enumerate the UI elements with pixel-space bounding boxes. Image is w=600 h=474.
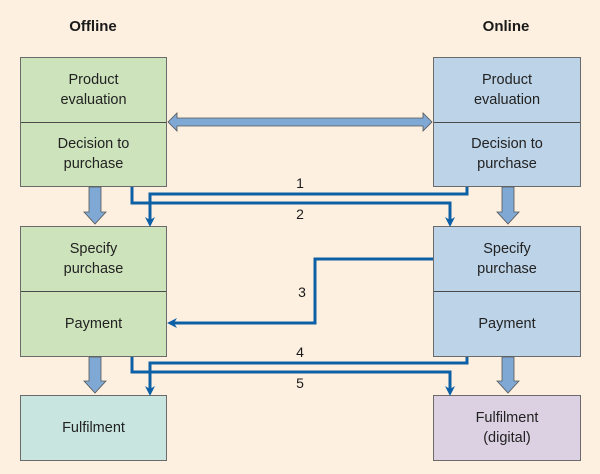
offline-column-title: Offline (69, 18, 117, 35)
online-specify-purchase: Specify purchase (477, 241, 537, 277)
flow-line-5 (130, 357, 455, 396)
online-top-box: Product evaluation Decision to purchase (433, 57, 581, 187)
flow-line-1 (145, 187, 469, 227)
offline-down-block-arrow-2 (83, 356, 107, 394)
offline-specify-purchase: Specify purchase (63, 241, 124, 277)
offline-payment: Payment (21, 291, 166, 356)
flow-label-4: 4 (296, 344, 304, 360)
offline-decision-to-purchase: Decision to purchase (21, 121, 166, 187)
online-decision-to-purchase: Decision to purchase (434, 121, 580, 187)
online-fulfilment-digital: Fulfilment (digital) (475, 410, 539, 446)
flow-label-5: 5 (296, 375, 304, 391)
offline-middle-box: Specify purchase Payment (20, 226, 167, 357)
online-product-evaluation: Product evaluation (473, 71, 541, 108)
online-middle-box: Specify purchase Payment (433, 226, 581, 357)
offline-top-box: Product evaluation Decision to purchase (20, 57, 167, 187)
online-payment: Payment (434, 291, 580, 356)
flow-line-2 (130, 187, 455, 227)
offline-product-evaluation: Product evaluation (60, 71, 127, 108)
flow-line-4 (145, 357, 469, 396)
online-down-block-arrow-2 (496, 356, 520, 394)
online-column-title: Online (482, 18, 530, 35)
online-fulfilment-box: Fulfilment (digital) (433, 395, 581, 461)
flow-line-3 (167, 257, 433, 328)
offline-down-block-arrow-1 (83, 186, 107, 225)
offline-fulfilment: Fulfilment (62, 420, 125, 436)
online-down-block-arrow-1 (496, 186, 520, 225)
flow-label-3: 3 (298, 284, 306, 300)
offline-fulfilment-box: Fulfilment (20, 395, 167, 461)
bidirectional-block-arrow (167, 112, 433, 132)
flow-label-1: 1 (296, 175, 304, 191)
flow-label-2: 2 (296, 206, 304, 222)
